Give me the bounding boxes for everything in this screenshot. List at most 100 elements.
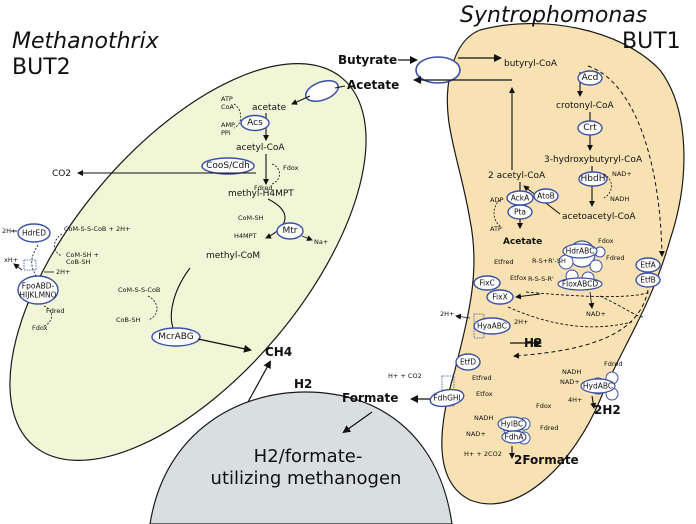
enzyme-hdred bbox=[17, 223, 51, 243]
m-2h-top: 2H+ bbox=[2, 227, 16, 235]
s-crotonyl-coa: crotonyl-CoA bbox=[556, 101, 615, 111]
methanothrix-subtitle: BUT2 bbox=[12, 55, 71, 80]
enzyme-etfd bbox=[455, 353, 481, 371]
enzyme-fdhghi-label: FdhGHI bbox=[433, 394, 461, 403]
s-2h-hya: 2H+ bbox=[514, 318, 528, 326]
s-acetate: Acetate bbox=[503, 237, 542, 247]
enzyme-hdrabc-label: HdrABC bbox=[566, 247, 595, 256]
s-2h2: 2H2 bbox=[594, 403, 621, 417]
enzyme-hylbc-label: HylBC bbox=[501, 420, 523, 429]
s-etf-red-fdh: Etfred bbox=[472, 374, 492, 382]
enzyme-atob bbox=[533, 188, 559, 204]
enzyme-fpo bbox=[17, 275, 59, 305]
s-etf-ox-fdh: Etfox bbox=[476, 390, 493, 398]
m-methyl-com: methyl-CoM bbox=[206, 251, 260, 261]
s-nad-hyd: NAD+ bbox=[560, 378, 580, 386]
enzyme-fixx-label: FixX bbox=[492, 293, 507, 302]
s-nad-flox: NAD+ bbox=[586, 310, 606, 318]
syntrophomonas-title: Syntrophomonas bbox=[460, 3, 647, 28]
s-h-2co2: H+ + 2CO2 bbox=[464, 450, 502, 458]
s-fdred-hyd: Fdred bbox=[604, 360, 623, 368]
enzyme-hyaabc-label: HyaABC bbox=[477, 322, 507, 331]
s-two-formate: 2Formate bbox=[514, 453, 579, 467]
enzyme-fixc bbox=[473, 275, 501, 291]
methanothrix-title: Methanothrix bbox=[12, 29, 160, 54]
acetate-label: Acetate bbox=[347, 78, 399, 92]
methanogen-label-line1: H2/formate- bbox=[254, 446, 363, 467]
enzyme-hbdh-label: HbdH bbox=[581, 174, 606, 184]
m-fdox: Fdox bbox=[283, 164, 299, 172]
s-two-acetyl: 2 acetyl-CoA bbox=[488, 171, 546, 181]
m-h4mpt: H4MPT bbox=[234, 232, 257, 240]
s-4h: 4H+ bbox=[568, 396, 582, 404]
enzyme-crt bbox=[577, 120, 603, 136]
enzyme-hydabc bbox=[580, 378, 616, 394]
s-2h-out: 2H+ bbox=[440, 310, 454, 318]
enzyme-etfd-label: EtfD bbox=[460, 358, 476, 367]
enzyme-hdred-label: HdrED bbox=[22, 229, 46, 238]
enzyme-pta bbox=[507, 204, 533, 220]
butyrate-label: Butyrate bbox=[338, 53, 397, 67]
syntrophomonas-subtitle: BUT1 bbox=[622, 29, 681, 54]
s-nadh: NADH bbox=[610, 195, 629, 203]
enzyme-acd-label: Acd bbox=[582, 73, 599, 83]
m-na: Na+ bbox=[314, 238, 328, 246]
enzyme-fpo-label: FpoABD- bbox=[22, 282, 55, 291]
enzyme-hyaabc bbox=[473, 317, 511, 335]
butyrate-transporter bbox=[415, 56, 461, 84]
enzyme-fdha-label: FdhA bbox=[505, 433, 525, 442]
enzyme-fdhghi bbox=[429, 388, 465, 408]
s-etf-ox-fix: Etfox bbox=[510, 274, 527, 282]
enzyme-mcrabg bbox=[151, 327, 201, 347]
enzyme-fixc-label: FixC bbox=[479, 279, 495, 288]
s-r-s-s-r: R-S-S-R' bbox=[528, 275, 554, 283]
m-hdr-rxn1: CoM-S-S-CoB + 2H+ bbox=[64, 225, 130, 233]
enzyme-pta-label: Pta bbox=[514, 208, 526, 217]
m-acetate: acetate bbox=[252, 103, 287, 113]
s-fdred-hdr: Fdred bbox=[606, 254, 625, 262]
enzyme-mcrabg-label: McrABG bbox=[158, 332, 194, 342]
enzyme-hdrabc bbox=[562, 243, 598, 259]
enzyme-coos-cdh-label: CooS/Cdh bbox=[206, 161, 250, 171]
enzyme-fixx bbox=[486, 289, 514, 305]
acetate-transporter-left bbox=[304, 79, 340, 103]
enzyme-mtr bbox=[276, 222, 304, 240]
m-coa: CoA bbox=[221, 103, 235, 111]
s-fdox-hyl: Fdox bbox=[536, 402, 552, 410]
m-fdred-fpo: Fdred bbox=[46, 307, 65, 315]
s-butyryl-coa: butyryl-CoA bbox=[504, 59, 558, 69]
s-fdox-hdr: Fdox bbox=[598, 237, 614, 245]
ch4-label: CH4 bbox=[265, 345, 292, 359]
s-rs-sr: R-S+R'-SH bbox=[532, 257, 566, 265]
s-hydroxybutyryl: 3-hydroxybutyryl-CoA bbox=[544, 155, 643, 165]
s-fdred-hyl: Fdred bbox=[540, 424, 559, 432]
m-acetyl-coa: acetyl-CoA bbox=[236, 143, 285, 153]
enzyme-acs-label: Acs bbox=[247, 118, 263, 128]
m-2h-mid: 2H+ bbox=[56, 268, 70, 276]
s-nad-hyl: NAD+ bbox=[466, 430, 486, 438]
enzyme-coos-cdh bbox=[201, 157, 255, 175]
s-adp: ADP bbox=[490, 196, 503, 204]
m-methyl-h4mpt: methyl-H4MPT bbox=[228, 189, 294, 199]
enzyme-etfb-label: EtfB bbox=[640, 276, 655, 285]
enzyme-fpo-label2: HIJKLMNO bbox=[19, 291, 56, 300]
methanothrix-cell bbox=[9, 63, 367, 461]
s-nadh-hyl: NADH bbox=[474, 414, 493, 422]
s-h-co2: H+ + CO2 bbox=[388, 372, 422, 380]
m-atp: ATP bbox=[221, 95, 233, 103]
m-com-s-s-cob: CoM-S-S-CoB bbox=[118, 286, 160, 294]
m-amp: AMP bbox=[221, 121, 235, 129]
s-etf-red-fix: Etfred bbox=[494, 258, 514, 266]
enzyme-hbdh bbox=[578, 171, 608, 187]
methanogen-label-line2: utilizing methanogen bbox=[211, 468, 402, 489]
formate-label: Formate bbox=[342, 391, 398, 405]
enzyme-hydabc-label: HydABC bbox=[583, 382, 613, 391]
h2-top-label: H2 bbox=[294, 377, 312, 391]
m-hdr-rxn3: CoB-SH bbox=[66, 258, 90, 266]
methanogen-cell bbox=[149, 391, 453, 524]
enzyme-floxabcd bbox=[557, 277, 603, 291]
m-xh: xH+ bbox=[4, 256, 18, 264]
enzyme-etfb bbox=[635, 272, 661, 288]
